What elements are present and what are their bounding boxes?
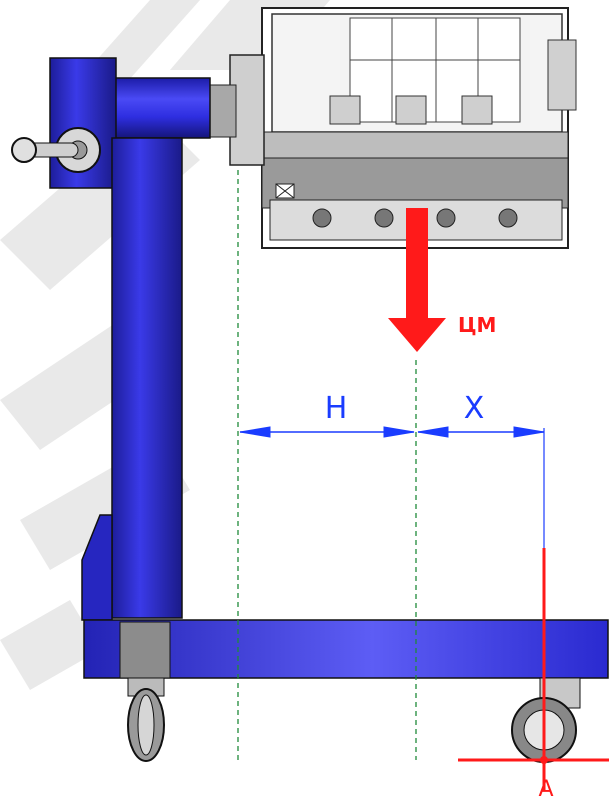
vertical-column — [111, 137, 183, 619]
caster-wheel-right-icon — [511, 677, 581, 763]
engine-block-icon — [261, 7, 577, 249]
label-h: H — [325, 391, 348, 426]
caster-wheel-left-icon — [127, 677, 165, 762]
dimension-h — [239, 426, 415, 438]
label-center-of-mass: ЦМ — [458, 313, 496, 337]
horizontal-arm — [109, 77, 211, 139]
base-clamp — [119, 621, 171, 679]
tipping-point-dot — [540, 756, 548, 764]
tipping-point-marker — [458, 548, 609, 790]
label-x: X — [464, 391, 485, 426]
base-beam — [83, 619, 609, 679]
mounting-flange — [207, 54, 265, 166]
hand-crank-icon — [11, 127, 101, 173]
label-point-a: A — [538, 777, 553, 801]
dimension-x — [417, 426, 545, 548]
center-of-mass-arrow — [388, 208, 446, 352]
